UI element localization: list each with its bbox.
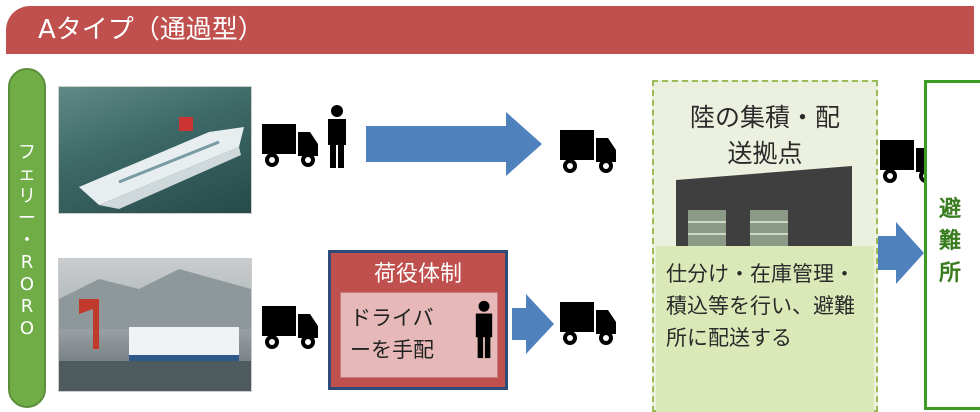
ferry-roro-char: ・ bbox=[18, 230, 36, 251]
truck-icon bbox=[262, 124, 318, 167]
shelter-box bbox=[924, 80, 980, 410]
arrow-right-icon bbox=[878, 222, 924, 284]
truck-icon bbox=[560, 130, 616, 173]
driver-arrangement-panel bbox=[340, 292, 498, 378]
ferry-photo bbox=[58, 86, 252, 214]
ferry-roro-char: ェ bbox=[18, 164, 36, 185]
arrow-right-icon bbox=[512, 294, 554, 354]
shelter-label: 避難所 bbox=[938, 197, 961, 286]
page-title: Aタイプ（通過型） bbox=[6, 6, 974, 54]
hub-description-panel bbox=[656, 246, 874, 412]
truck-icon bbox=[262, 306, 318, 349]
ferry-roro-char: リ bbox=[18, 186, 36, 207]
hub-title: 陸の集積・配送拠点 bbox=[689, 103, 840, 168]
ferry-roro-char: O bbox=[19, 274, 35, 295]
ferry-roro-char: ー bbox=[18, 208, 36, 229]
ferry-roro-label: フ ェ リ ー ・ R O R O bbox=[8, 142, 46, 340]
person-icon bbox=[475, 300, 493, 359]
hub-description: 仕分け・在庫管理・積込等を行い、避難所に配送する bbox=[666, 262, 855, 350]
warehouse-icon bbox=[676, 166, 852, 246]
cargo-handling-title: 荷役体制 bbox=[373, 262, 462, 287]
ferry-roro-char: O bbox=[19, 318, 35, 339]
truck-icon bbox=[560, 302, 616, 345]
arrow-right-icon bbox=[366, 112, 542, 176]
roro-ship-photo bbox=[58, 258, 252, 392]
driver-arrangement-text: ドライバーを手配 bbox=[350, 306, 434, 362]
person-icon bbox=[328, 105, 346, 168]
ferry-roro-char: R bbox=[20, 252, 34, 273]
ferry-roro-char: R bbox=[20, 296, 34, 317]
ferry-roro-bar bbox=[8, 68, 46, 408]
ferry-roro-char: フ bbox=[18, 142, 36, 163]
